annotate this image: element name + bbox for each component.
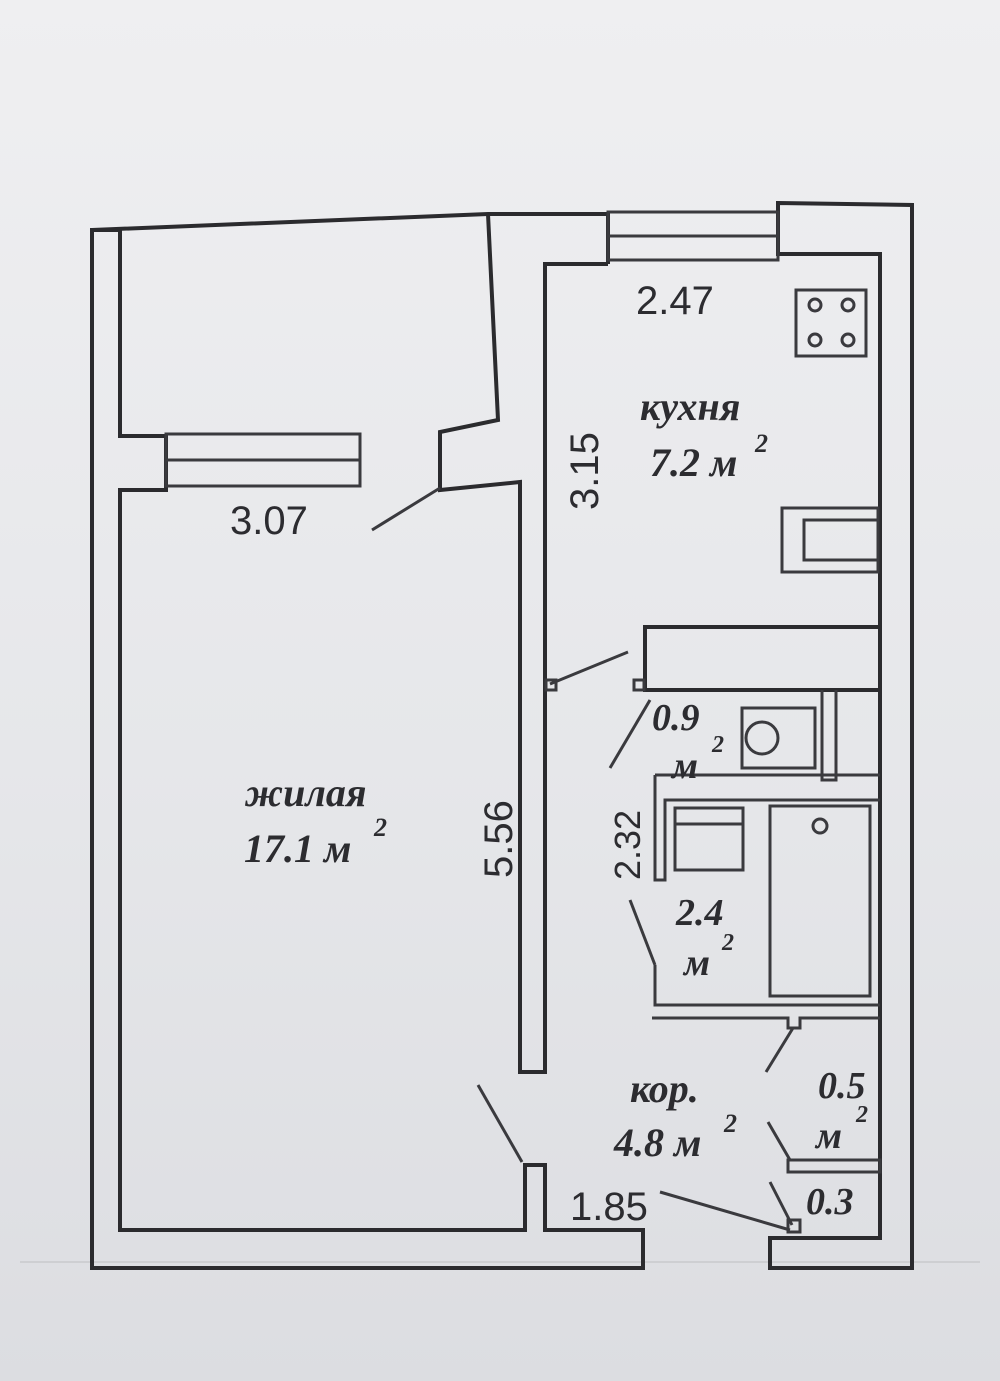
room-area-wc: 0.9	[652, 697, 700, 739]
room-area-bath-sup: 2	[721, 930, 734, 956]
room-area-bath: 2.4	[675, 892, 724, 934]
kitchen-door	[549, 650, 629, 686]
room-area-corridor: 4.8 м	[613, 1120, 701, 1165]
room-area-living-sup: 2	[373, 813, 387, 842]
dim-bath-length: 2.32	[607, 810, 648, 880]
niche-door	[768, 1181, 794, 1226]
wc-door	[608, 699, 652, 769]
bathtub-icon	[768, 804, 872, 998]
living-window	[164, 432, 362, 488]
bath-door	[628, 899, 657, 966]
dim-kitchen-length: 3.15	[563, 432, 607, 510]
room-name-corridor: кор.	[630, 1066, 699, 1111]
room-area-kitchen: 7.2 м	[650, 440, 737, 485]
room-area-living: 17.1 м	[244, 826, 351, 871]
room-name-living: жилая	[244, 770, 366, 815]
room-area-corridor-sup: 2	[723, 1109, 737, 1138]
niche-pointer	[659, 1190, 791, 1232]
doors	[371, 486, 802, 1234]
living-door	[371, 486, 441, 532]
dim-corridor-width: 1.85	[570, 1185, 648, 1229]
kitchen-window	[606, 210, 780, 262]
dim-living-length: 5.56	[477, 800, 521, 878]
room-area-kitchen-sup: 2	[754, 429, 768, 458]
room-area-wc-unit: м	[670, 745, 698, 787]
dim-living-width: 3.07	[230, 499, 308, 543]
stove-icon	[794, 288, 868, 358]
sink-icon	[780, 506, 880, 574]
entry-living-door	[476, 1084, 524, 1163]
room-area-wc-sup: 2	[711, 732, 724, 758]
room-area-closet: 0.5	[818, 1065, 866, 1107]
room-area-closet-sup: 2	[855, 1102, 868, 1128]
room-area-closet-unit: м	[814, 1115, 842, 1157]
room-area-niche: 0.3	[806, 1181, 854, 1223]
room-area-bath-unit: м	[682, 942, 710, 984]
dim-kitchen-width: 2.47	[636, 279, 714, 323]
outer-walls	[90, 200, 914, 1270]
corridor-closet-door	[764, 1027, 795, 1073]
room-name-kitchen: кухня	[640, 384, 740, 429]
closet-door	[766, 1121, 792, 1161]
internal-walls	[643, 625, 882, 1174]
toilet-icon	[740, 706, 817, 770]
washbasin-icon	[673, 806, 745, 872]
